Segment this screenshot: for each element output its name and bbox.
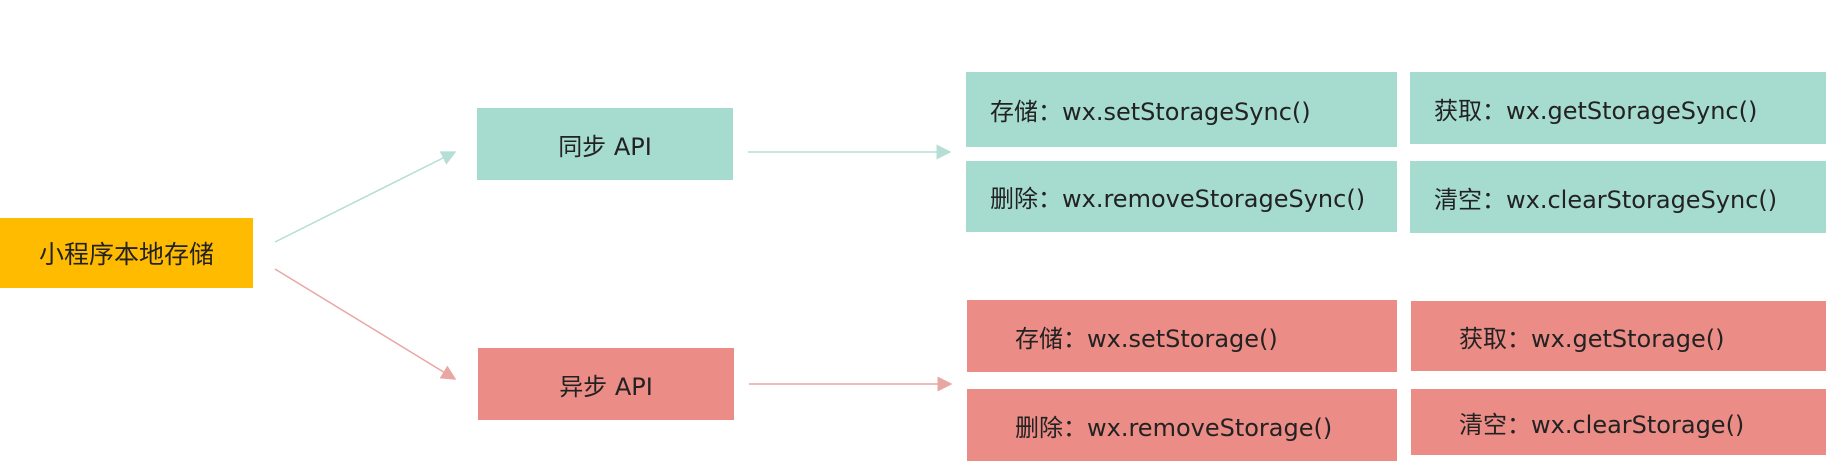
sync-remove-method: 删除：wx.removeStorageSync() — [966, 161, 1397, 232]
sync-remove-label: 删除：wx.removeStorageSync() — [990, 185, 1366, 213]
arrow-root-to-async — [274, 268, 457, 380]
async-get-method: 获取：wx.getStorage() — [1411, 301, 1826, 371]
async-api-label: 异步 API — [559, 372, 653, 401]
arrow-root-to-sync — [274, 151, 457, 243]
sync-clear-method: 清空：wx.clearStorageSync() — [1410, 161, 1826, 233]
sync-clear-label: 清空：wx.clearStorageSync() — [1434, 185, 1778, 214]
root-node-label: 小程序本地存储 — [38, 240, 214, 269]
async-store-method: 存储：wx.setStorage() — [967, 300, 1397, 372]
async-clear-method: 清空：wx.clearStorage() — [1411, 389, 1826, 455]
sync-store-method: 存储：wx.setStorageSync() — [966, 72, 1397, 147]
async-clear-label: 清空：wx.clearStorage() — [1459, 410, 1745, 439]
async-remove-label: 删除：wx.removeStorage() — [1015, 413, 1333, 442]
async-api-node: 异步 API — [478, 348, 734, 420]
sync-get-label: 获取：wx.getStorageSync() — [1434, 96, 1758, 125]
sync-api-node: 同步 API — [477, 108, 733, 180]
sync-api-label: 同步 API — [558, 132, 652, 161]
async-store-label: 存储：wx.setStorage() — [1015, 324, 1278, 353]
sync-store-label: 存储：wx.setStorageSync() — [990, 98, 1311, 126]
async-remove-method: 删除：wx.removeStorage() — [967, 389, 1397, 461]
async-get-label: 获取：wx.getStorage() — [1459, 324, 1725, 353]
sync-get-method: 获取：wx.getStorageSync() — [1410, 72, 1826, 144]
root-node-mini-program-storage: 小程序本地存储 — [0, 218, 253, 288]
